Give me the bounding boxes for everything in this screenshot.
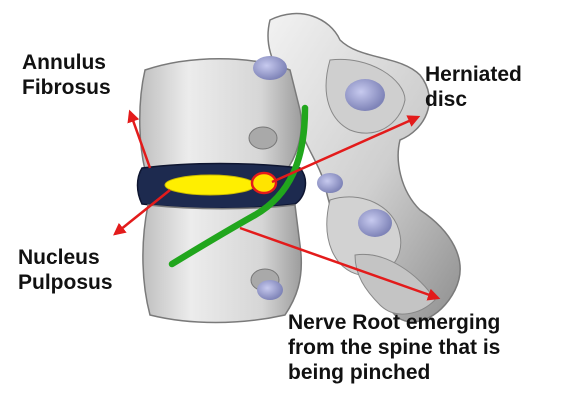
nucleus-pulposus-label: Nucleus Pulposus: [18, 245, 113, 295]
herniated-disc-label: Herniated disc: [425, 62, 522, 112]
herniated-disc: [252, 173, 276, 193]
annulus-fibrosus-label: Annulus Fibrosus: [22, 50, 111, 100]
nerve-root-label: Nerve Root emerging from the spine that …: [288, 310, 500, 385]
lower-vertebral-body: [143, 205, 301, 323]
nucleus-pulposus: [165, 175, 255, 195]
